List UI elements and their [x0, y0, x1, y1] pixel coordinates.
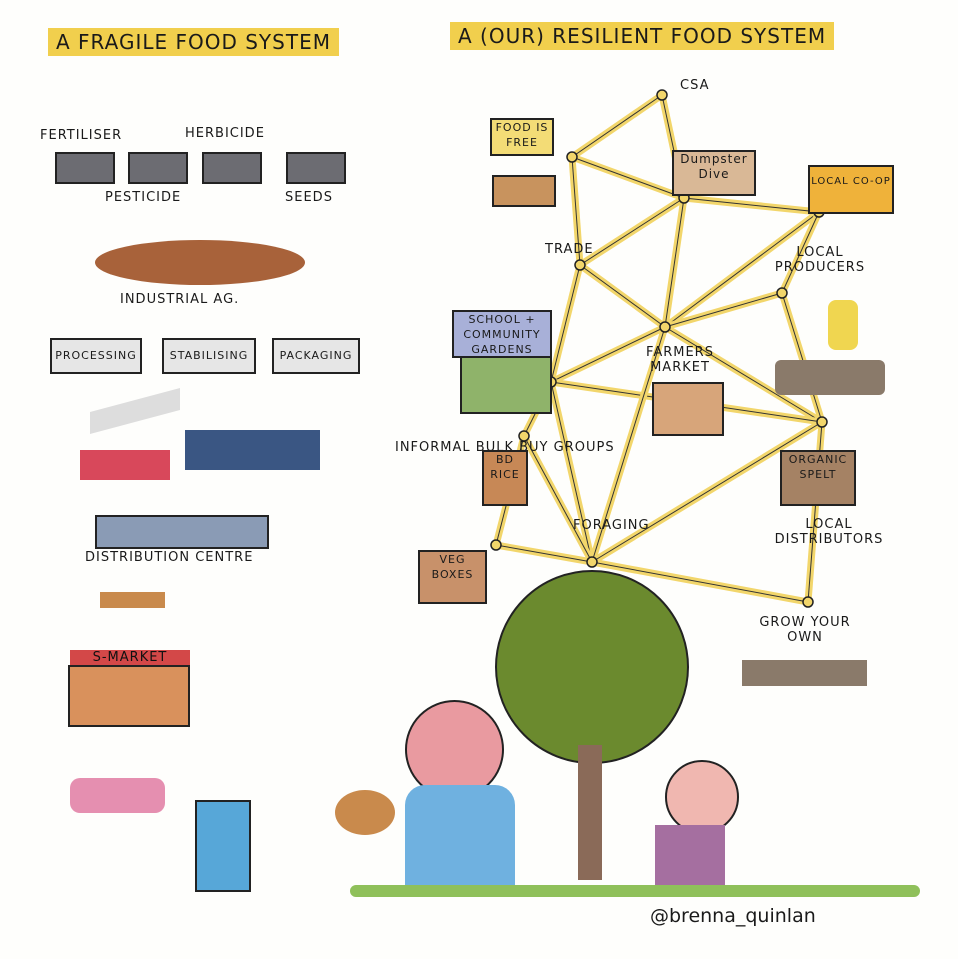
label-local-distributors: LOCAL DISTRIBUTORS: [774, 517, 884, 547]
network-link: [807, 421, 823, 603]
supermarket-icon: [68, 665, 190, 727]
network-node: [518, 430, 530, 442]
network-link: [591, 561, 809, 603]
title-resilient: A (OUR) RESILIENT FOOD SYSTEM: [450, 22, 835, 50]
factory-icon: [128, 152, 188, 184]
network-link: [664, 326, 823, 423]
seedling-tray-icon: [775, 360, 885, 395]
title-fragile: A FRAGILE FOOD SYSTEM: [48, 28, 339, 56]
network-link: [664, 292, 783, 328]
network-link: [571, 156, 685, 199]
label-dumpster-dive: Dumpster Dive: [672, 150, 756, 196]
warehouse-icon: [95, 515, 269, 549]
basket-icon: [335, 790, 395, 835]
label-fertiliser: FERTILISER: [40, 128, 123, 143]
label-herbicide: HERBICIDE: [185, 126, 265, 141]
label-grow-your-own: GROW YOUR OWN: [759, 615, 851, 645]
network-link: [523, 435, 593, 563]
label-school-community-gardens: SCHOOL + COMMUNITY GARDENS: [452, 310, 552, 358]
network-node: [802, 596, 814, 608]
network-node: [490, 539, 502, 551]
network-link: [664, 197, 685, 328]
label-distribution-centre: DISTRIBUTION CENTRE: [85, 550, 254, 565]
label-csa: CSA: [680, 78, 710, 93]
person-icon: [405, 700, 504, 799]
credit: @brenna_quinlan: [650, 905, 816, 927]
label-food-is-free: FOOD IS FREE: [490, 118, 554, 156]
garden-icon: [460, 356, 552, 414]
ship-icon: [185, 430, 320, 470]
label-seeds: SEEDS: [285, 190, 333, 205]
network-link: [571, 94, 663, 158]
tree-trunk: [578, 745, 602, 880]
market-stall-icon: [652, 382, 724, 436]
stall-icon: [492, 175, 556, 207]
car-icon: [70, 778, 165, 813]
network-link: [579, 197, 685, 266]
network-link: [579, 264, 666, 328]
fridge-icon: [195, 800, 251, 892]
label-s-market: S-MARKET: [70, 650, 190, 665]
network-node: [776, 287, 788, 299]
field-icon: [95, 240, 305, 285]
network-link: [664, 211, 820, 328]
label-industrial-ag: INDUSTRIAL AG.: [120, 292, 240, 307]
farmer-icon: [828, 300, 858, 350]
network-link: [495, 544, 593, 563]
apple-tree-icon: [495, 570, 689, 764]
network-link: [550, 326, 666, 383]
label-packaging: PACKAGING: [272, 338, 360, 374]
garden-bed-icon: [742, 660, 867, 686]
factory-icon: [286, 152, 346, 184]
child-icon: [665, 760, 739, 834]
network-link: [571, 156, 581, 266]
network-link: [591, 421, 823, 563]
label-local-co-op: LOCAL CO-OP: [808, 165, 894, 214]
network-node: [566, 151, 578, 163]
label-bd-rice: BD RICE: [482, 450, 528, 506]
network-link: [591, 326, 666, 563]
truck-icon: [100, 592, 165, 608]
network-link: [781, 211, 820, 294]
factory-icon: [55, 152, 115, 184]
network-link: [781, 292, 823, 423]
child-body: [655, 825, 725, 887]
network-link: [550, 381, 593, 563]
network-link: [683, 197, 820, 213]
label-organic-spelt: ORGANIC SPELT: [780, 450, 856, 506]
person-body: [405, 785, 515, 885]
label-veg-boxes: VEG BOXES: [418, 550, 487, 604]
label-stabilising: STABILISING: [162, 338, 256, 374]
label-pesticide: PESTICIDE: [105, 190, 182, 205]
grass: [350, 885, 920, 897]
truck-icon: [80, 450, 170, 480]
label-foraging: FORAGING: [573, 518, 650, 533]
label-trade: TRADE: [545, 242, 594, 257]
network-node: [656, 89, 668, 101]
label-processing: PROCESSING: [50, 338, 142, 374]
network-node: [574, 259, 586, 271]
network-node: [816, 416, 828, 428]
label-local-producers: LOCAL PRODUCERS: [774, 245, 866, 275]
network-node: [586, 556, 598, 568]
network-node: [659, 321, 671, 333]
factory-icon: [202, 152, 262, 184]
label-farmers-market: FARMERS MARKET: [646, 345, 714, 375]
network-link: [550, 264, 581, 383]
